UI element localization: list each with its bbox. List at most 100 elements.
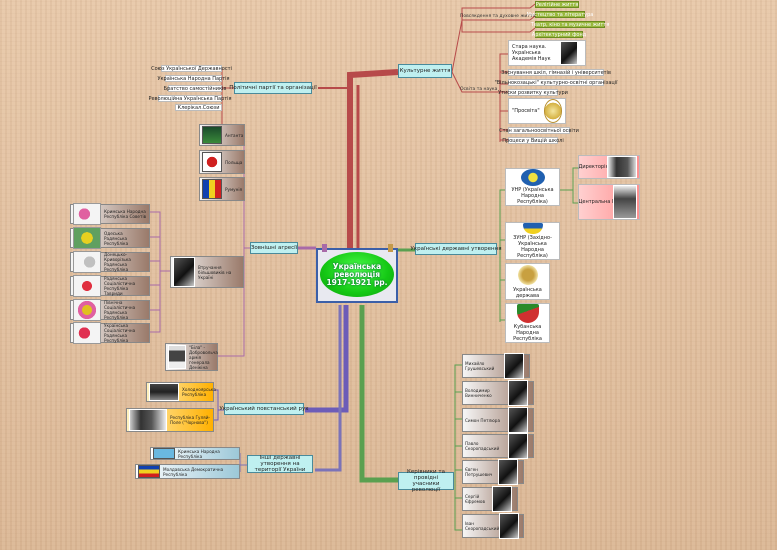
intervention-denikin[interactable]: "Біла" - Добровольча армія генерала Дені… — [165, 343, 218, 371]
education-item-1[interactable]: Заснування шкіл, гімназій і університеті… — [501, 69, 611, 76]
hetmanate-emblem-icon — [515, 264, 540, 286]
other-state-crimea[interactable]: Кримська Народна Республіка — [150, 447, 240, 460]
insurgent-huliaipole[interactable]: Республіка Гуляй-Поле ("Чорнова") — [126, 408, 214, 432]
other-state-moldavia-label: Молдавська Демократична Республіка — [163, 466, 224, 477]
central-line1: Українська — [332, 261, 382, 271]
branch-statehood[interactable]: Українські державні утворення — [410, 243, 502, 255]
leader-1-label: Володимир Винниченко — [465, 388, 492, 398]
portrait-icon — [508, 380, 528, 406]
state-kuban-label: Кубанська Народна Республіка — [513, 324, 542, 342]
intervention-bolshevik[interactable]: Втручання більшовиків на Україні — [170, 256, 244, 288]
insurgent-kholodny-yar[interactable]: Холодноярська Республіка — [146, 382, 216, 402]
entente-emblem-icon — [202, 126, 222, 144]
central-topic[interactable]: Українська революція 1917-1921 рр. — [316, 248, 398, 303]
soviet-republic-3[interactable]: Радянська Соціалістична Республіка Таври… — [70, 275, 150, 297]
intervention-flag-poland-label: Польща — [225, 159, 243, 165]
culture-spiritual-item-1[interactable]: Мистецтво та література — [526, 11, 594, 18]
soviet-republic-1-label: Одеська Радянська Республіка — [104, 230, 129, 246]
state-kuban[interactable]: Кубанська Народна Республіка — [505, 303, 550, 343]
party-item-3[interactable]: Революційна Українська Партія — [148, 95, 232, 102]
portrait-icon — [508, 433, 528, 459]
education-item-prosvita[interactable]: "Просвіта" — [508, 98, 566, 124]
portrait-icon — [173, 257, 195, 287]
map-icon — [73, 203, 101, 225]
portrait-icon — [504, 353, 524, 379]
map-icon — [73, 251, 101, 273]
map-icon — [73, 275, 101, 297]
state-unr[interactable]: УНР (Українська Народна Республіка) — [505, 168, 560, 206]
intervention-flag-poland[interactable]: Польща — [199, 150, 245, 174]
education-item-5[interactable]: Стан загальноосвітньої освіти — [499, 127, 579, 134]
state-central-rada[interactable]: Центральна Рада (ЦР) — [578, 184, 640, 220]
soviet-republic-2[interactable]: Донецько-Криворізька Радянська Республік… — [70, 251, 150, 273]
branch-culture[interactable]: Культурне життя — [398, 64, 452, 78]
leader-4-label: Євген Петрушевич — [465, 467, 493, 477]
branch-intervention[interactable]: Зовнішні агресії — [250, 242, 298, 254]
branch-insurgent[interactable]: Український повстанський рух — [219, 403, 309, 415]
leader-2-label: Симон Петлюра — [465, 417, 501, 423]
group-photo-icon — [129, 409, 167, 431]
leader-4[interactable]: Євген Петрушевич — [462, 459, 524, 485]
education-item-3[interactable]: Утиски розвитку культури — [498, 89, 568, 96]
kuban-emblem-icon — [516, 304, 539, 323]
group-photo-icon — [149, 383, 179, 401]
portrait-icon — [492, 486, 512, 512]
education-item-6[interactable]: Процеси у Вищій школі — [502, 137, 564, 144]
intervention-flag-entente[interactable]: Антанта — [199, 124, 245, 146]
soviet-republic-0[interactable]: Кримська Народна Республіка Советів — [70, 203, 150, 225]
branch-leaders[interactable]: Керівники та провідні учасники революції — [398, 469, 454, 493]
state-directory-label: Директорія — [578, 164, 609, 170]
branch-parties[interactable]: Політичні партії та організації — [229, 82, 317, 94]
culture-education-label[interactable]: Освіта та наука — [460, 87, 498, 92]
education-item-academy[interactable]: Стара наука. Українська Академія Наук — [508, 40, 586, 66]
culture-spiritual-item-2[interactable]: Театр, кіно та музичне життя — [530, 21, 610, 28]
party-item-4[interactable]: Клерікал.Союзи — [175, 104, 222, 111]
education-item-2[interactable]: "Вільнокозацькі" культурно-освітні орган… — [494, 79, 618, 86]
intervention-denikin-label: "Біла" - Добровольча армія генерала Дені… — [189, 344, 218, 370]
party-item-2[interactable]: Братство самостійників — [163, 85, 227, 92]
leader-0[interactable]: Михайло Грушевський — [462, 353, 530, 379]
central-line3: 1917-1921 рр. — [326, 277, 388, 287]
other-state-crimea-label: Кримська Народна Республіка — [178, 448, 220, 459]
unr-emblem-icon — [520, 169, 545, 186]
party-item-1[interactable]: Українська Народна Партія — [157, 75, 230, 82]
state-hetmanate-label: Українська держава — [513, 287, 542, 299]
map-icon — [73, 299, 101, 321]
portrait-icon — [508, 407, 528, 433]
soviet-republic-4[interactable]: Північна Соціалістична Радянська Республ… — [70, 299, 150, 321]
portrait-icon — [499, 513, 520, 539]
moldavia-flag-icon — [138, 465, 160, 478]
state-hetmanate[interactable]: Українська держава — [505, 263, 550, 300]
emblem-icon — [543, 99, 562, 123]
culture-spiritual-item-0[interactable]: Релігійне життя — [535, 1, 579, 8]
leader-5[interactable]: Сергій Єфремов — [462, 486, 518, 512]
party-item-0[interactable]: Союз Української Державності — [151, 65, 232, 72]
leader-2[interactable]: Симон Петлюра — [462, 407, 534, 433]
portrait-icon — [498, 459, 518, 485]
branch-other-states[interactable]: Інші державні утворення на території Укр… — [247, 455, 313, 473]
soviet-republic-3-label: Радянська Соціалістична Республіка Таври… — [104, 276, 136, 296]
map-icon — [73, 322, 101, 344]
map-icon — [73, 227, 101, 249]
leader-0-label: Михайло Грушевський — [465, 361, 495, 371]
culture-spiritual-label[interactable]: Повсякдення та духовне життя — [460, 14, 536, 19]
building-photo-icon — [612, 185, 637, 219]
intervention-flag-entente-label: Антанта — [225, 132, 244, 138]
other-state-moldavia[interactable]: Молдавська Демократична Республіка — [135, 464, 240, 479]
state-zunr[interactable]: ЗУНР (Західно-Українська Народна Республ… — [505, 222, 560, 260]
zunr-emblem-icon — [522, 223, 543, 234]
intervention-flag-romania[interactable]: Румунія — [199, 177, 245, 201]
soviet-republic-1[interactable]: Одеська Радянська Республіка — [70, 227, 150, 249]
leader-1[interactable]: Володимир Винниченко — [462, 380, 534, 406]
group-photo-icon — [606, 156, 637, 178]
leader-3-label: Павло Скоропадський — [465, 441, 500, 451]
intervention-flag-romania-label: Румунія — [225, 186, 243, 192]
leader-6[interactable]: Іван Скоропадський — [462, 513, 524, 539]
soviet-republic-5[interactable]: Українська Соціалістична Радянська Респу… — [70, 322, 150, 344]
poland-eagle-icon — [202, 152, 222, 172]
culture-spiritual-item-3[interactable]: Архітектурний фонд — [531, 31, 587, 38]
state-directory[interactable]: Директорія — [578, 155, 640, 179]
insurgent-huliaipole-label: Республіка Гуляй-Поле ("Чорнова") — [170, 415, 210, 425]
leader-3[interactable]: Павло Скоропадський — [462, 433, 534, 459]
